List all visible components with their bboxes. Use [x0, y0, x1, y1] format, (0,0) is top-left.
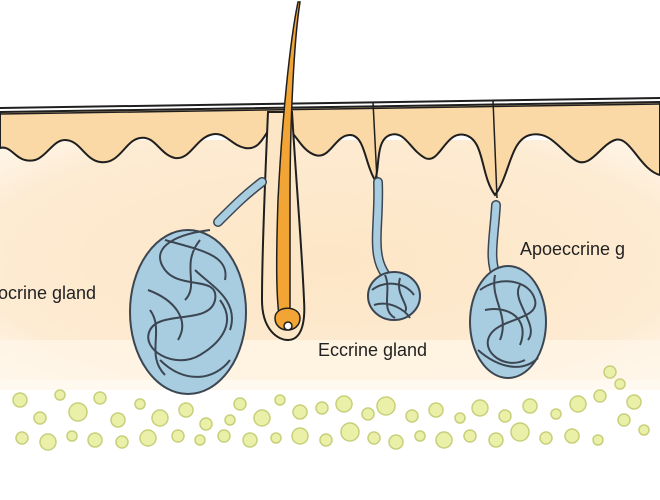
apoeccrine-duct-pore	[492, 99, 498, 199]
fat-globule	[274, 394, 286, 406]
fat-globule	[454, 412, 466, 424]
fat-globule	[361, 407, 375, 421]
fat-globule	[319, 433, 333, 447]
fat-globule	[33, 411, 47, 425]
fat-globule	[539, 431, 553, 445]
fat-globule	[405, 409, 419, 423]
fat-globule	[614, 378, 626, 390]
fat-globule	[376, 396, 396, 416]
fat-globule	[39, 433, 57, 451]
fat-globule	[593, 389, 607, 403]
fat-globule	[217, 429, 231, 443]
fat-globule	[93, 391, 107, 405]
fat-globule	[435, 431, 453, 449]
skin-surface-line	[0, 97, 660, 109]
apoeccrine-gland-coil	[477, 274, 539, 368]
dermis-fade	[0, 340, 660, 390]
dermal-papilla	[283, 321, 293, 331]
eccrine-duct-pore	[372, 101, 378, 181]
apoeccrine-gland-icon	[469, 99, 547, 379]
fat-globule	[194, 434, 206, 446]
eccrine-gland-icon	[367, 101, 421, 321]
fat-globule	[388, 434, 404, 450]
fat-globule	[151, 409, 169, 427]
fat-globule	[471, 399, 489, 417]
fat-globule	[428, 402, 444, 418]
fat-globule	[291, 427, 309, 445]
fat-globule	[54, 389, 66, 401]
fat-globule	[87, 432, 103, 448]
fat-globule	[626, 394, 642, 410]
fat-globule	[199, 417, 213, 431]
apocrine-duct-inner	[214, 178, 266, 226]
fat-globule	[134, 398, 146, 410]
fat-globule	[178, 402, 194, 418]
hair-follicle-icon	[260, 1, 306, 342]
fat-globule	[171, 429, 185, 443]
fat-globule	[139, 429, 157, 447]
fat-globule	[66, 430, 78, 442]
eccrine-gland-coil	[371, 274, 415, 319]
label-eccrine-gland: Eccrine gland	[318, 340, 427, 360]
fat-globule	[224, 414, 236, 426]
fat-globule	[335, 395, 353, 413]
apocrine-gland-body	[129, 229, 247, 395]
fat-globule	[498, 409, 512, 423]
fat-globule	[68, 402, 88, 422]
fat-globule	[367, 431, 381, 445]
fat-globule	[592, 434, 604, 446]
apocrine-gland-icon	[129, 229, 247, 395]
fat-globule	[242, 432, 258, 448]
hair-bulb	[274, 307, 301, 331]
fat-globule	[315, 401, 329, 415]
fat-globule	[12, 392, 28, 408]
label-apocrine-gland: ocrine gland	[0, 283, 96, 303]
fat-globule	[253, 409, 271, 427]
fat-globule	[15, 431, 29, 445]
fat-globule	[550, 408, 562, 420]
fat-globule	[110, 412, 126, 428]
fat-globule	[292, 404, 308, 420]
fat-globule	[488, 432, 504, 448]
label-apoeccrine-gland: Apoeccrine g	[520, 239, 625, 259]
subcutaneous-fat-icon	[12, 365, 650, 451]
fat-globule	[569, 395, 587, 413]
eccrine-gland-body	[367, 271, 421, 321]
fat-globule	[617, 413, 631, 427]
skin-surface-line-2	[0, 103, 660, 115]
fat-globule	[340, 422, 360, 442]
fat-globule	[510, 422, 530, 442]
fat-globule	[603, 365, 617, 379]
fat-globule	[463, 429, 477, 443]
fat-globule	[115, 435, 129, 449]
fat-globule	[414, 430, 426, 442]
fat-globule	[522, 398, 538, 414]
fat-globule	[638, 424, 650, 436]
fat-globule	[233, 397, 247, 411]
fat-globule	[270, 432, 282, 444]
fat-globule	[564, 428, 580, 444]
epidermis-layer	[0, 100, 660, 197]
apocrine-gland-coil	[147, 229, 233, 378]
